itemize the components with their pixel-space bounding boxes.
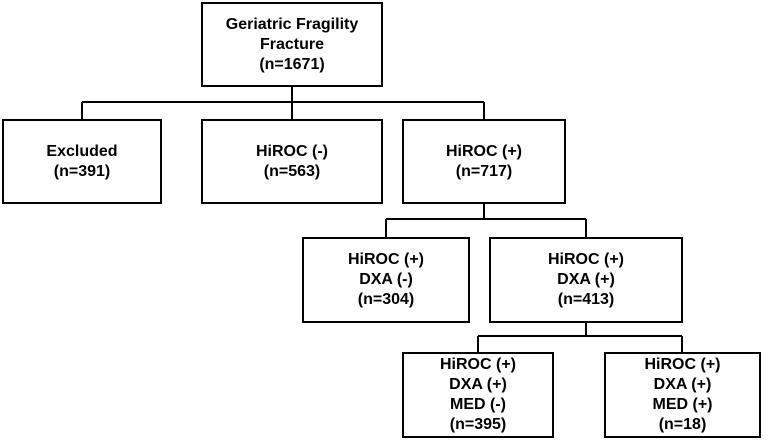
node-med-pos: HiROC (+) DXA (+) MED (+) (n=18) xyxy=(604,352,761,438)
node-hiroc-neg-line-1: HiROC (-) xyxy=(256,142,328,160)
node-dxa-pos-line-1: HiROC (+) xyxy=(548,251,624,268)
node-hiroc-pos-line-1: HiROC (+) xyxy=(446,142,522,160)
node-med-neg-line-4: (n=395) xyxy=(449,416,507,433)
node-med-pos-line-2: DXA (+) xyxy=(653,376,712,393)
node-dxa-pos: HiROC (+) DXA (+) (n=413) xyxy=(489,237,683,323)
node-med-neg-line-3: MED (-) xyxy=(450,396,506,413)
node-dxa-neg-line-2: DXA (-) xyxy=(359,271,413,288)
node-root-line-3: (n=1671) xyxy=(259,55,325,73)
node-med-neg-line-2: DXA (+) xyxy=(449,376,507,393)
node-hiroc-pos: HiROC (+) (n=717) xyxy=(402,119,566,204)
node-dxa-neg: HiROC (+) DXA (-) (n=304) xyxy=(302,237,470,323)
node-root-line-2: Fracture xyxy=(259,35,325,53)
node-dxa-neg-line-3: (n=304) xyxy=(357,291,415,308)
node-root-line-1: Geriatric Fragility xyxy=(225,15,359,33)
node-excluded-line-1: Excluded xyxy=(46,142,118,160)
node-med-pos-line-1: HiROC (+) xyxy=(644,356,721,373)
node-med-pos-line-3: MED (+) xyxy=(652,396,713,413)
node-med-pos-line-4: (n=18) xyxy=(658,416,707,433)
node-excluded: Excluded (n=391) xyxy=(2,119,162,204)
node-hiroc-pos-line-2: (n=717) xyxy=(455,162,513,180)
node-hiroc-neg: HiROC (-) (n=563) xyxy=(201,119,383,204)
node-excluded-line-2: (n=391) xyxy=(53,162,111,180)
node-dxa-pos-line-2: DXA (+) xyxy=(557,271,615,288)
node-med-neg: HiROC (+) DXA (+) MED (-) (n=395) xyxy=(402,352,554,438)
node-root: Geriatric Fragility Fracture (n=1671) xyxy=(201,2,383,87)
node-hiroc-neg-line-2: (n=563) xyxy=(263,162,321,180)
node-med-neg-line-1: HiROC (+) xyxy=(440,356,516,373)
node-dxa-pos-line-3: (n=413) xyxy=(557,291,615,308)
node-dxa-neg-line-1: HiROC (+) xyxy=(348,251,424,268)
